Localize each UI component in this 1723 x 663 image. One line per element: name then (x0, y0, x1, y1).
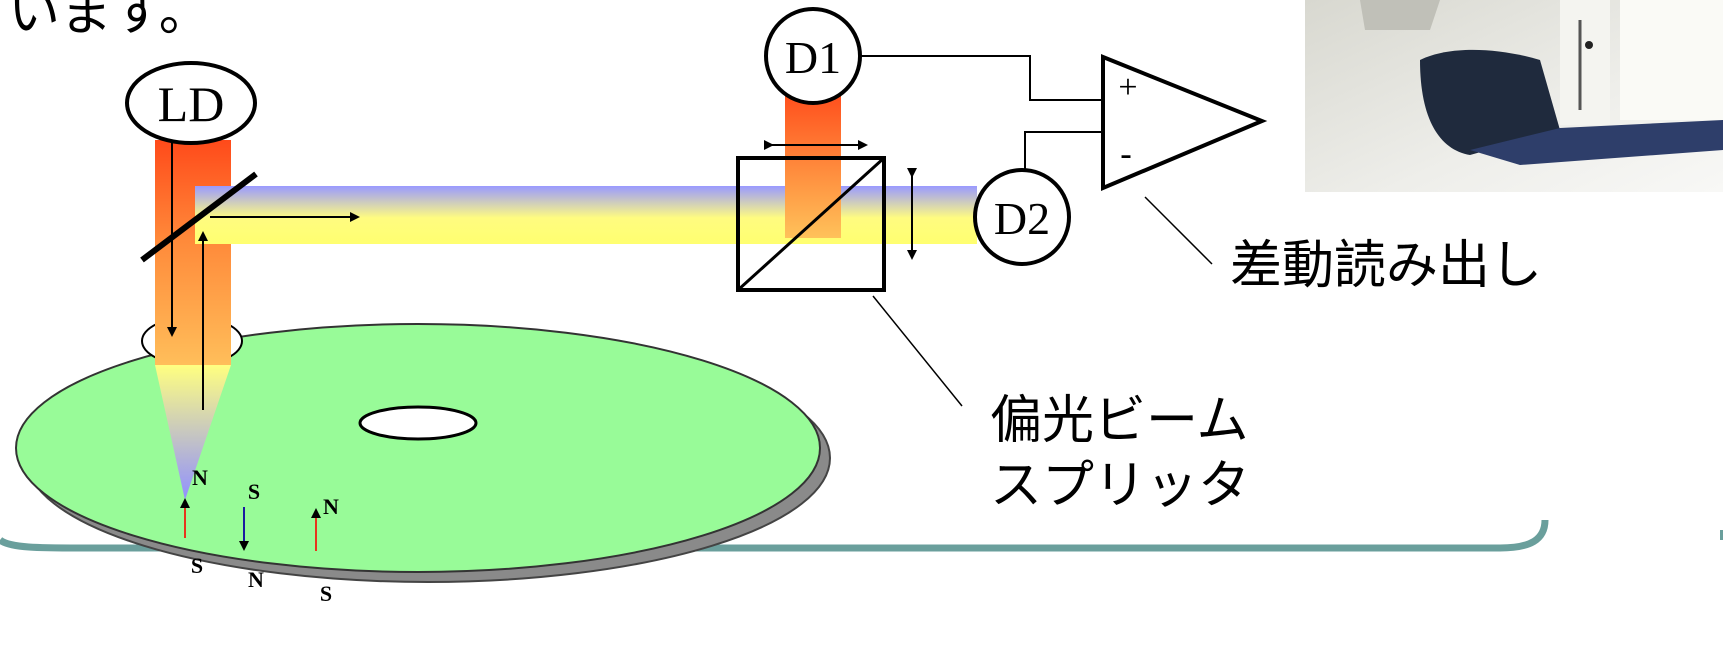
domain-3-bottom-pole: S (320, 581, 332, 606)
magnetic-domains: N S S N N S (180, 465, 339, 606)
focused-light-cone (155, 365, 231, 500)
domain-2-top-pole: S (248, 479, 260, 504)
callout-line-pbs (872, 295, 963, 407)
header-fragment: います。 (8, 0, 211, 43)
vertical-laser-beam (155, 140, 231, 365)
amp-plus-label: + (1118, 69, 1137, 106)
detector-d1-label: D1 (785, 32, 841, 83)
differential-readout-label: 差動読み出し (1230, 236, 1542, 296)
disk-hole (358, 405, 478, 441)
half-mirror (140, 171, 258, 263)
domain-1-bottom-pole: S (191, 553, 203, 578)
domain-3-top-pole: N (323, 494, 339, 519)
pbs-label-line2: スプリッタ (990, 456, 1250, 516)
polarizing-beam-splitter (736, 156, 886, 292)
slide-frame-bottom (0, 519, 1549, 552)
detector-d2 (973, 168, 1071, 266)
differential-amplifier (1101, 54, 1268, 192)
domain-1-top-pole: N (192, 465, 208, 490)
wire-d2-to-minus (1024, 131, 1103, 170)
pbs-label-line1: 偏光ビーム (990, 391, 1248, 451)
detector-d2-label: D2 (994, 193, 1050, 244)
detector-d1 (764, 7, 862, 105)
domain-2-bottom-pole: N (248, 567, 264, 592)
horizontal-reflected-beam (195, 186, 977, 244)
amp-minus-label: - (1120, 135, 1132, 175)
disk (15, 323, 821, 573)
d1-beam (785, 88, 841, 238)
laser-diode-label: LD (158, 76, 225, 132)
wire-d1-to-plus (861, 55, 1103, 101)
drive-photo (1305, 0, 1723, 192)
callout-line-amplifier (1144, 196, 1213, 265)
laser-diode (125, 61, 257, 145)
